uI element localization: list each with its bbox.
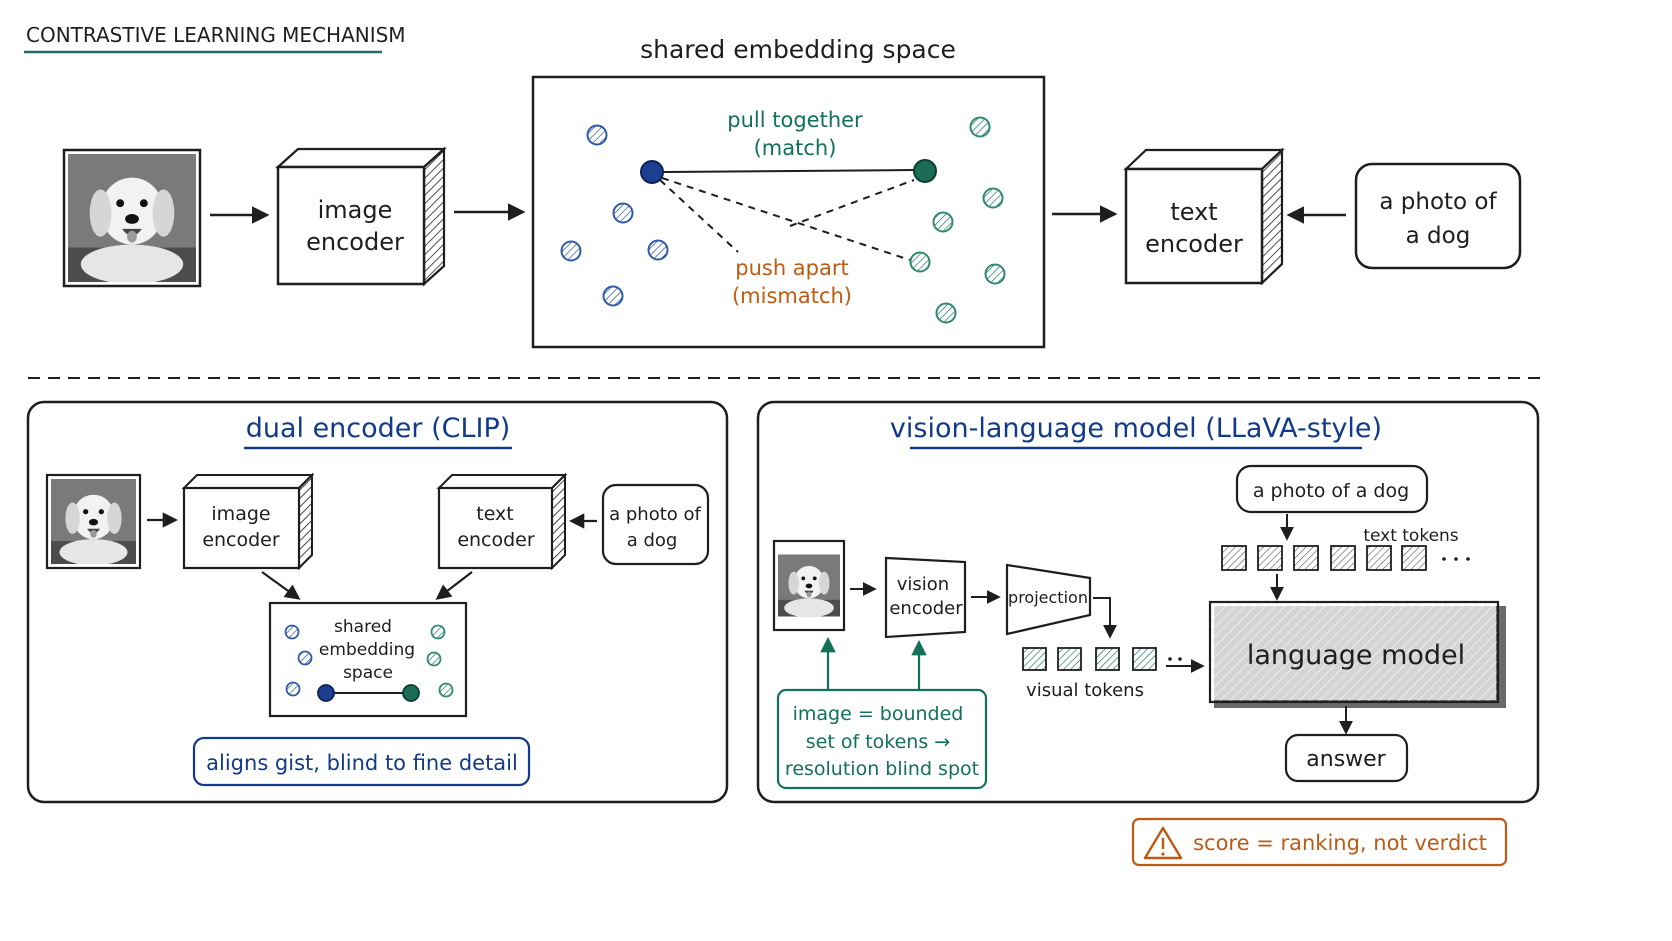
vlm-panel: vision-language model (LLaVA-style) a ph… — [756, 400, 1540, 804]
projection-block — [1005, 563, 1092, 636]
svg-text:encoder: encoder — [889, 598, 963, 619]
pull-label: pull together — [727, 108, 863, 132]
vision-encoder-block — [884, 556, 967, 639]
svg-text:embedding: embedding — [319, 640, 415, 660]
svg-text:(match): (match) — [754, 136, 837, 160]
embedding-space-title: shared embedding space — [640, 35, 956, 64]
page-title: CONTRASTIVE LEARNING MECHANISM — [26, 23, 406, 47]
svg-text:a dog: a dog — [1406, 223, 1471, 249]
svg-text:encoder: encoder — [1145, 230, 1243, 258]
svg-text:encoder: encoder — [202, 529, 280, 551]
svg-text:shared: shared — [334, 617, 392, 637]
svg-text:image: image — [318, 196, 393, 224]
svg-text:encoder: encoder — [306, 228, 404, 256]
clip-input-photo — [51, 479, 136, 564]
answer-box — [1284, 733, 1409, 783]
resolution-note-box — [776, 688, 988, 790]
svg-text:projection: projection — [1008, 588, 1088, 607]
svg-text:language model: language model — [1247, 640, 1465, 671]
svg-text:text: text — [1170, 198, 1217, 226]
warning-icon — [1143, 826, 1183, 860]
text-embedding-points — [909, 116, 1006, 324]
svg-text:(mismatch): (mismatch) — [732, 284, 852, 308]
top-image-encoder: image encoder — [275, 146, 447, 287]
image-embedding-points — [560, 124, 669, 307]
svg-text:a photo of: a photo of — [609, 504, 701, 525]
push-label: push apart — [735, 256, 849, 280]
vlm-caption-box — [1235, 464, 1429, 514]
clip-text-encoder — [437, 486, 554, 570]
svg-text:a photo of a dog: a photo of a dog — [1253, 480, 1409, 502]
svg-text:a photo of: a photo of — [1379, 189, 1497, 215]
svg-text:image = bounded: image = bounded — [793, 703, 964, 725]
svg-text:image: image — [211, 503, 270, 525]
visual-tokens-label: visual tokens — [1026, 680, 1144, 701]
clip-note-box — [192, 736, 531, 787]
svg-text:a dog: a dog — [627, 530, 678, 551]
text-tokens-label: text tokens — [1363, 526, 1458, 546]
clip-image-encoder — [182, 486, 301, 570]
text-token-row — [1221, 545, 1470, 571]
svg-text:space: space — [343, 663, 393, 683]
clip-note: aligns gist, blind to fine detail — [206, 751, 518, 775]
top-embedding-space: pull together (match) push apart (mismat… — [531, 75, 1046, 349]
clip-title: dual encoder (CLIP) — [246, 413, 511, 444]
clip-caption-box — [601, 483, 710, 566]
top-caption-box: a photo of a dog — [1354, 162, 1522, 270]
svg-text:text: text — [476, 503, 514, 525]
vlm-title: vision-language model (LLaVA-style) — [890, 413, 1382, 444]
anchor-image-point — [640, 160, 664, 184]
warning-callout: score = ranking, not verdict — [1131, 817, 1508, 867]
svg-text:resolution blind spot: resolution blind spot — [785, 758, 979, 780]
svg-text:vision: vision — [897, 574, 949, 595]
svg-text:encoder: encoder — [457, 529, 535, 551]
clip-panel: dual encoder (CLIP) image encoder text e… — [26, 400, 729, 804]
visual-token-row — [1022, 647, 1182, 671]
svg-text:answer: answer — [1306, 747, 1386, 772]
svg-text:set of tokens →: set of tokens → — [806, 731, 950, 753]
top-text-encoder: text encoder — [1123, 147, 1285, 286]
vlm-input-photo — [778, 554, 840, 618]
warning-text: score = ranking, not verdict — [1193, 831, 1487, 855]
top-input-photo — [62, 148, 202, 288]
anchor-text-point — [913, 159, 937, 183]
